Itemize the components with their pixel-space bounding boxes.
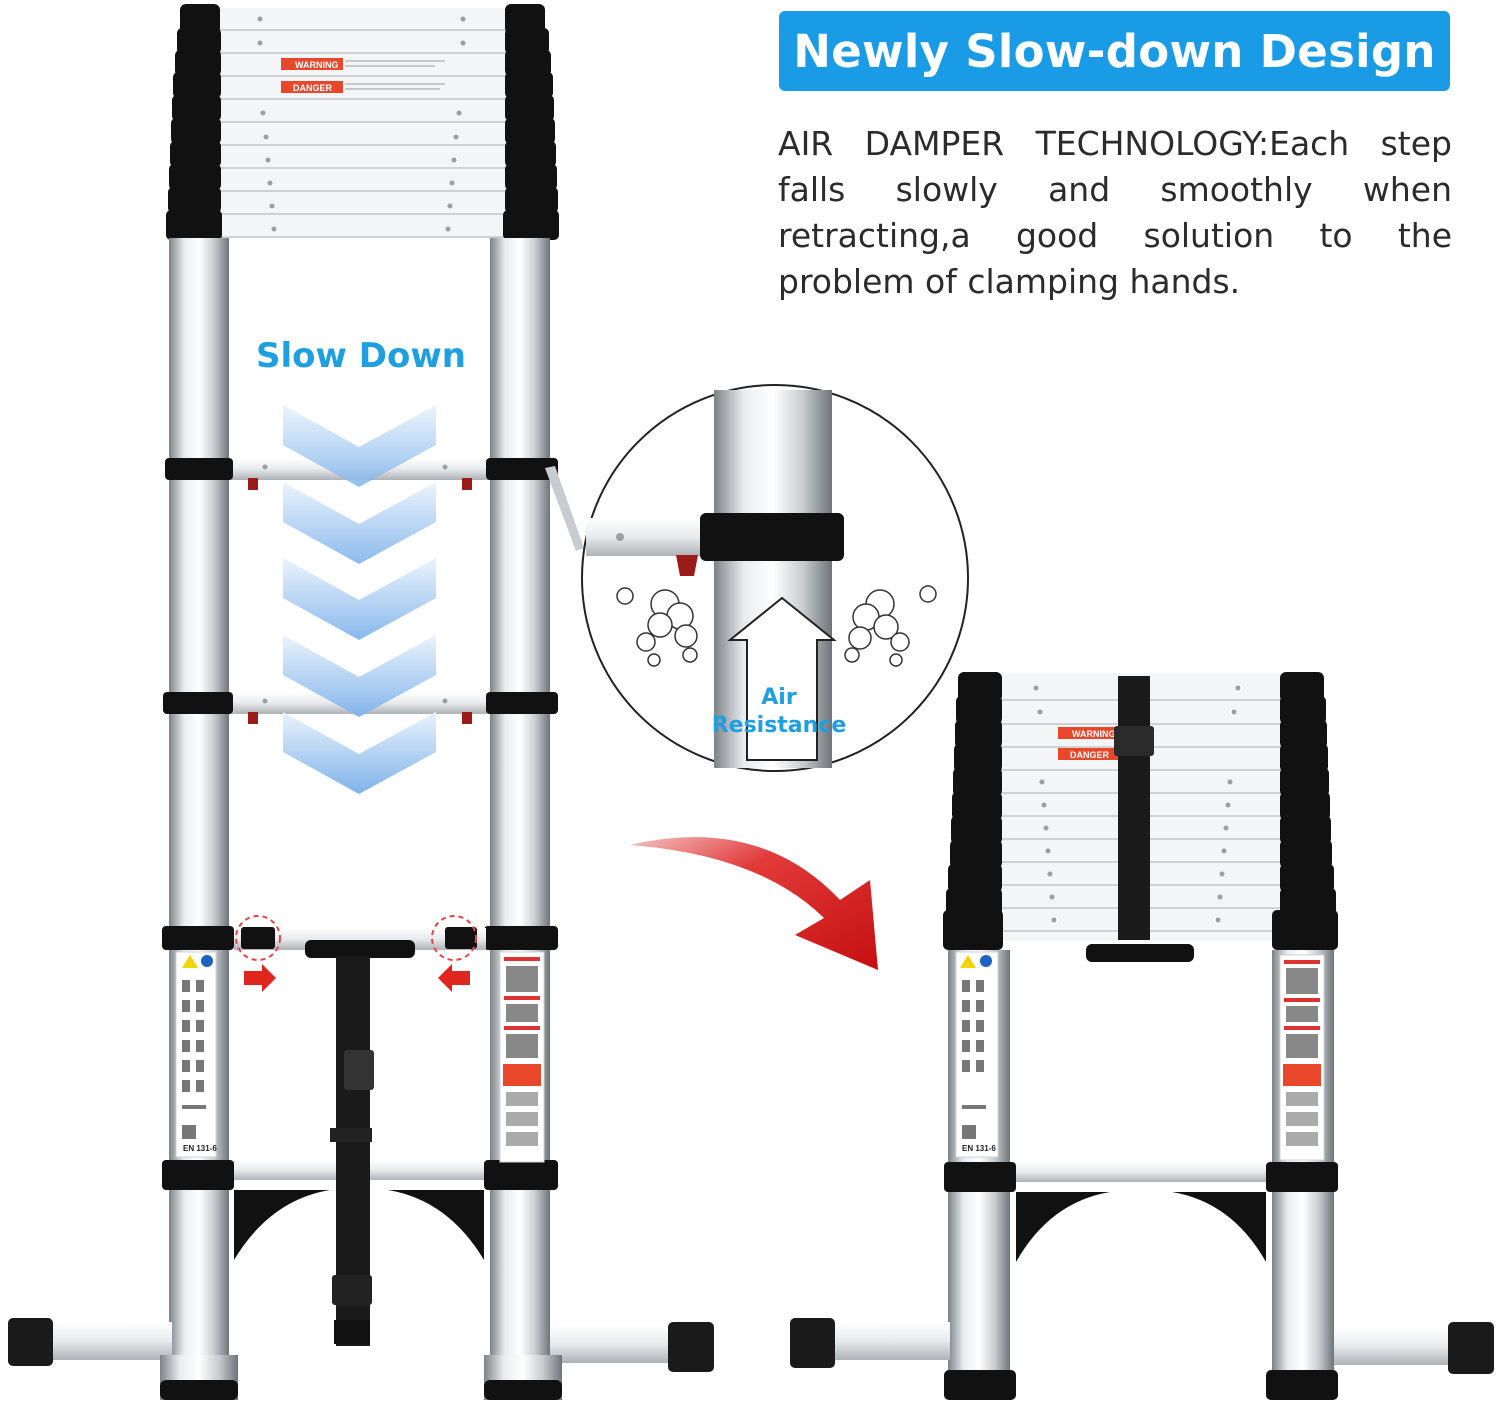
highlight-circle-right	[431, 915, 477, 961]
air-resistance-line1: Air	[761, 685, 797, 710]
carry-strap	[305, 940, 415, 1346]
slow-down-label: Slow Down	[256, 336, 466, 376]
instruction-label-right	[499, 951, 545, 1163]
danger-sticker-small-text: DANGER	[1070, 750, 1110, 760]
air-resistance-arrow-icon	[727, 596, 837, 761]
air-puff-right-icon	[844, 585, 937, 667]
title-badge: Newly Slow-down Design	[779, 11, 1450, 91]
right-pole	[490, 238, 550, 1398]
zoom-callout	[545, 384, 969, 772]
air-puff-left-icon	[616, 587, 698, 667]
stabilizer-feet	[8, 1190, 714, 1400]
air-resistance-line2: Resistance	[711, 713, 847, 738]
push-arrow-right-icon	[244, 964, 276, 992]
warning-sticker-small-text: WARNING	[1072, 729, 1116, 739]
retracted-ladder: WARNING DANGER	[790, 672, 1494, 1400]
description-text: AIR DAMPER TECHNOLOGY:Each step falls sl…	[778, 124, 1452, 301]
slow-down-chevrons-icon	[283, 405, 436, 794]
left-pole	[169, 238, 229, 1398]
warning-sticker: WARNING	[281, 58, 445, 70]
warning-sticker-small: WARNING	[1058, 727, 1118, 739]
danger-sticker-small: DANGER	[1058, 748, 1118, 760]
page-title: Newly Slow-down Design	[793, 24, 1436, 78]
curved-red-arrow-icon	[630, 837, 878, 970]
standard-label: EN 131-6	[183, 1144, 217, 1153]
warning-sticker-text: WARNING	[295, 60, 339, 70]
stacked-rungs-top: WARNING DANGER	[166, 4, 559, 240]
standard-label-small: EN 131-6	[962, 1144, 996, 1153]
highlight-circle-left	[235, 915, 281, 961]
retracted-strap	[1118, 676, 1150, 940]
danger-sticker-text: DANGER	[293, 83, 333, 93]
danger-sticker: DANGER	[281, 81, 445, 93]
instruction-label-left: EN 131-6	[175, 951, 217, 1158]
push-arrow-left-icon	[438, 964, 470, 992]
extended-ladder: WARNING DANGER	[8, 4, 714, 1400]
air-resistance-label: Air Resistance	[700, 684, 858, 740]
